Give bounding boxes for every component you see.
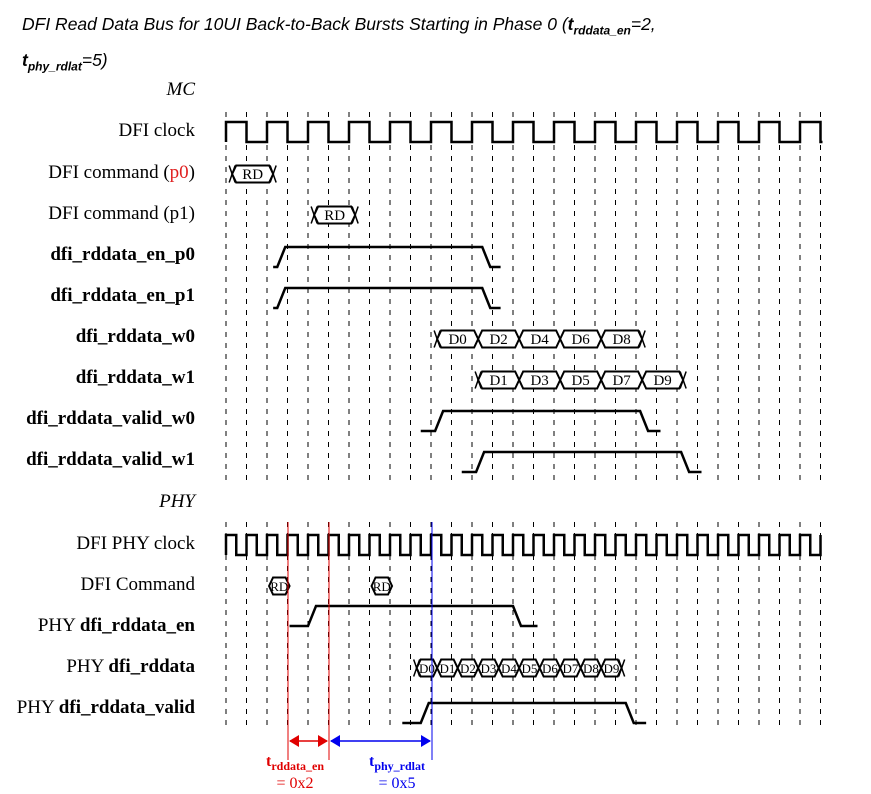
cmd-p0-rd-start xyxy=(228,165,236,183)
phy-rddata-d4-label: D4 xyxy=(501,661,517,676)
phy-cmd-rd-1-label: RD xyxy=(270,579,288,594)
rddata-valid-w0-wave xyxy=(420,409,661,433)
label-phy-rddata-en-prefix: PHY xyxy=(38,615,80,636)
label-cmd-p0-prefix: DFI command ( xyxy=(48,162,169,183)
trddata-arrow-right xyxy=(318,735,328,747)
rddata-w0-end xyxy=(638,330,646,348)
title-t2-sub: phy_rdlat xyxy=(27,59,82,73)
label-phy-rddata-valid-prefix: PHY xyxy=(17,697,59,718)
tphy-label-main: t xyxy=(369,753,375,770)
phy-rddata-en-wave xyxy=(289,604,538,628)
tphy-arrow-right xyxy=(421,735,431,747)
title-t2-main: t xyxy=(22,49,28,70)
phy-rddata-d1-label: D1 xyxy=(439,661,455,676)
rddata-w1-d7-label: D7 xyxy=(612,373,631,389)
title-t1-val: =2, xyxy=(630,14,656,34)
label-phy-rddata-prefix: PHY xyxy=(66,656,108,677)
timing-markers: trddata_en = 0x2 tphy_rdlat = 0x5 xyxy=(266,522,433,792)
phy-rddata-start xyxy=(412,659,421,677)
rddata-w0-d4-label: D4 xyxy=(530,332,549,348)
label-cmd-p0-suffix: ) xyxy=(189,162,195,183)
phy-rddata-d9-label: D9 xyxy=(603,661,619,676)
rddata-w1-d1-label: D1 xyxy=(489,373,507,389)
rddata-w1-d9-label: D9 xyxy=(653,373,671,389)
rddata-w0-d0-label: D0 xyxy=(448,332,466,348)
dfi-clock-wave xyxy=(224,120,823,144)
rddata-valid-w1-wave xyxy=(461,450,702,474)
clock-grid xyxy=(225,112,821,730)
phy-cmd-rd-2 xyxy=(370,576,394,596)
phy-rddata-d6-label: D6 xyxy=(542,661,558,676)
cmd-p1-rd-start xyxy=(310,206,318,224)
rddata-en-p1-wave xyxy=(273,286,501,310)
rddata-w1-start xyxy=(474,371,482,389)
cmd-p0-rd-label: RD xyxy=(242,167,263,183)
trddata-label: trddata_en xyxy=(266,753,324,773)
label-phy-rddata-bold: dfi_rddata xyxy=(108,656,195,677)
label-dfi-command-p0: DFI command (p0) xyxy=(48,162,195,183)
label-phy-rddata-valid-bold: dfi_rddata_valid xyxy=(59,697,196,718)
tphy-label: tphy_rdlat xyxy=(369,753,425,773)
label-phy-rddata-en: PHY dfi_rddata_en xyxy=(38,615,196,636)
label-rddata-en-p1: dfi_rddata_en_p1 xyxy=(50,285,195,306)
label-rddata-w0: dfi_rddata_w0 xyxy=(76,326,195,347)
tphy-label-sub: phy_rdlat xyxy=(374,759,425,773)
rddata-w0-d8-label: D8 xyxy=(612,332,630,348)
rddata-w1-d3-label: D3 xyxy=(530,373,548,389)
tphy-arrow-left xyxy=(330,735,340,747)
label-cmd-p0-phase: p0 xyxy=(170,162,189,183)
phy-rddata-d0-label: D0 xyxy=(419,661,435,676)
rddata-w0-start xyxy=(433,330,441,348)
phy-cmd-rd-2-label: RD xyxy=(373,579,391,594)
cmd-p0-rd-end xyxy=(269,165,277,183)
title-t2-val: =5) xyxy=(81,49,108,70)
trddata-value: = 0x2 xyxy=(276,775,313,792)
phy-rddata-d8-label: D8 xyxy=(583,661,599,676)
waveforms xyxy=(224,120,823,725)
title-t1-sub: rddata_en xyxy=(573,23,631,38)
label-phy-rddata-valid: PHY dfi_rddata_valid xyxy=(17,697,196,718)
trddata-label-main: t xyxy=(266,753,272,770)
label-rddata-valid-w1: dfi_rddata_valid_w1 xyxy=(26,449,195,470)
rddata-w1-d5-label: D5 xyxy=(571,373,589,389)
rddata-en-p0-wave xyxy=(273,245,501,269)
label-phy-clock: DFI PHY clock xyxy=(76,533,195,554)
phy-rddata-d2-label: D2 xyxy=(460,661,476,676)
label-dfi-command-p1: DFI command (p1) xyxy=(48,203,195,224)
section-phy: PHY xyxy=(158,491,197,512)
label-rddata-en-p0: dfi_rddata_en_p0 xyxy=(50,244,195,265)
phy-rddata-d3-label: D3 xyxy=(480,661,496,676)
label-rddata-w1: dfi_rddata_w1 xyxy=(76,367,195,388)
section-mc: MC xyxy=(166,79,196,100)
phy-rddata-valid-wave xyxy=(402,701,647,725)
phy-clock-wave xyxy=(224,533,822,557)
diagram-title: DFI Read Data Bus for 10UI Back-to-Back … xyxy=(22,10,862,81)
phy-rddata-d7-label: D7 xyxy=(562,661,578,676)
label-dfi-clock: DFI clock xyxy=(118,120,195,141)
rddata-w1-end xyxy=(679,371,687,389)
cmd-p1-rd-end xyxy=(351,206,359,224)
rddata-w0-d6-label: D6 xyxy=(571,332,590,348)
rddata-w0-d2-label: D2 xyxy=(489,332,507,348)
phy-rddata-d5-label: D5 xyxy=(521,661,537,676)
phy-cmd-rd-1 xyxy=(267,576,291,596)
phy-rddata-end xyxy=(617,659,626,677)
cmd-p1-rd-label: RD xyxy=(324,208,345,224)
label-phy-rddata-en-bold: dfi_rddata_en xyxy=(80,615,196,636)
title-t1-main: t xyxy=(567,14,574,34)
label-rddata-valid-w0: dfi_rddata_valid_w0 xyxy=(26,408,195,429)
label-phy-rddata: PHY dfi_rddata xyxy=(66,656,195,677)
tphy-value: = 0x5 xyxy=(378,775,415,792)
title-prefix: DFI Read Data Bus for 10UI Back-to-Back … xyxy=(22,14,568,34)
trddata-label-sub: rddata_en xyxy=(271,759,324,773)
label-phy-command: DFI Command xyxy=(80,574,195,595)
trddata-arrow-left xyxy=(289,735,299,747)
